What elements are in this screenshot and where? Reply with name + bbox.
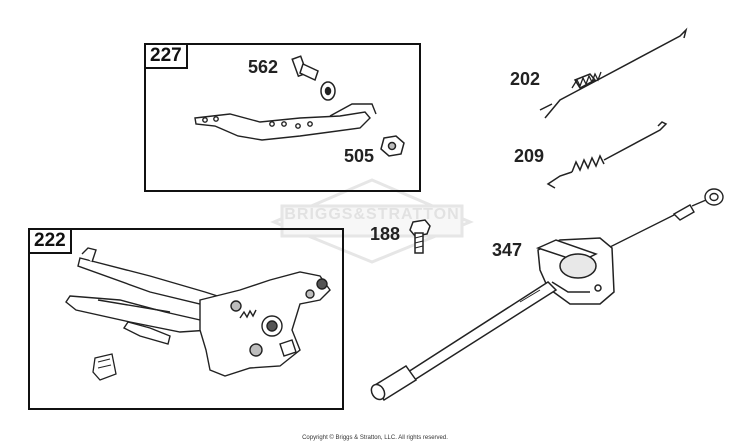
part-222-clip [92, 353, 117, 381]
callout-562: 562 [248, 57, 279, 77]
callout-505: 505 [344, 146, 375, 166]
part-202-link [539, 27, 688, 119]
copyright-notice: Copyright © Briggs & Stratton, LLC. All … [302, 435, 448, 441]
kit-227-label: 227 [144, 43, 188, 69]
part-188-bolt [409, 219, 431, 254]
part-227-lever [194, 103, 377, 141]
kit-222-frame: 222 [28, 228, 344, 410]
part-222-assembly [65, 247, 331, 377]
callout-347: 347 [492, 240, 523, 260]
part-562-bolt [291, 55, 319, 82]
part-202-spring [571, 71, 602, 89]
watermark-logo-shape [270, 178, 474, 264]
part-347-rod [370, 281, 558, 402]
part-347-cable [599, 188, 724, 253]
part-209-spring [546, 121, 668, 189]
part-347-control-body [535, 237, 615, 305]
watermark-text: BRIGGS&STRATTON [284, 206, 460, 223]
kit-222-label: 222 [28, 228, 72, 254]
callout-202: 202 [510, 69, 541, 89]
part-505-nut [380, 135, 405, 157]
part-562-washer [320, 81, 336, 101]
callout-209: 209 [514, 146, 545, 166]
kit-227-frame: 227 [144, 43, 421, 192]
callout-188: 188 [370, 224, 401, 244]
